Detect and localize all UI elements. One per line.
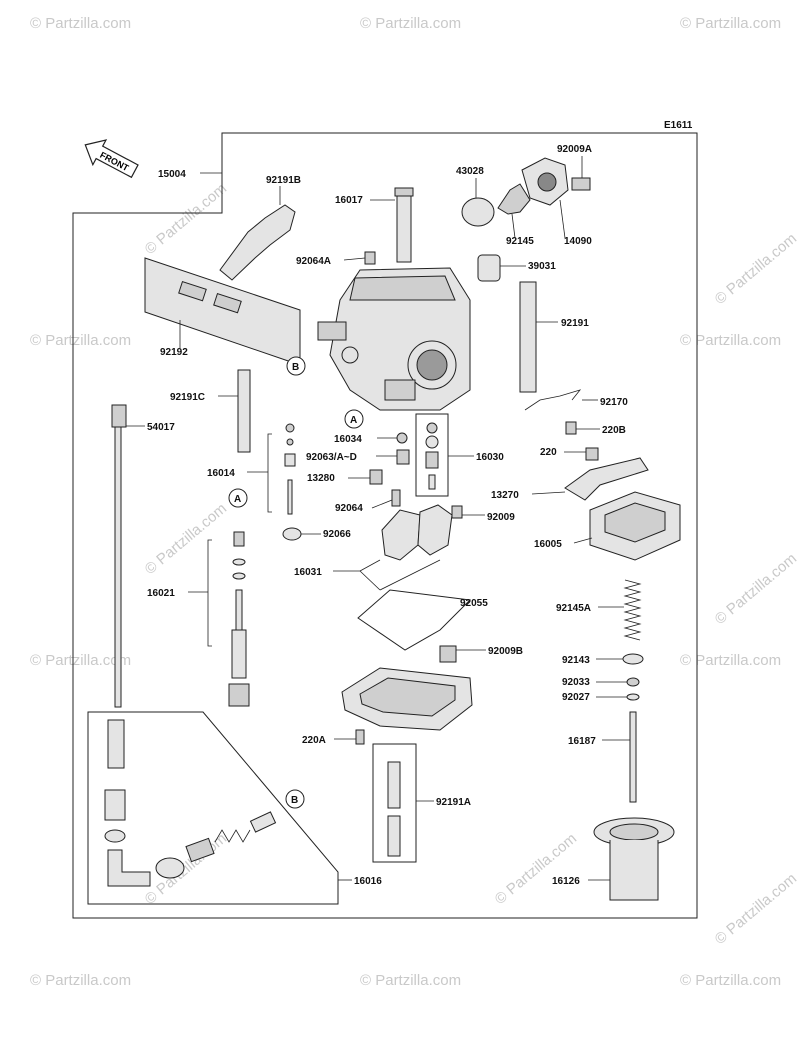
part-label: 220B: [602, 425, 626, 436]
watermark: © Partzilla.com: [30, 652, 131, 669]
part-label: 16187: [568, 736, 596, 747]
watermark: © Partzilla.com: [712, 230, 800, 308]
part-label: 92143: [562, 655, 590, 666]
callout-marker-label: A: [350, 415, 357, 426]
carburetor-body: [317, 267, 471, 411]
part-label: 92191C: [170, 392, 205, 403]
part-label: 54017: [147, 422, 175, 433]
part-label: 92033: [562, 677, 590, 688]
watermark: © Partzilla.com: [360, 972, 461, 989]
part-label: 92064: [335, 503, 363, 514]
diagram-id: E1611: [664, 120, 693, 131]
part-label: 13270: [491, 490, 519, 501]
watermark: © Partzilla.com: [142, 180, 230, 258]
watermark-layer: © Partzilla.com © Partzilla.com © Partzi…: [30, 15, 800, 989]
callout-marker-label: B: [292, 362, 299, 373]
part-label: 16016: [354, 876, 382, 887]
part-label: 16005: [534, 539, 562, 550]
part-label: 92191: [561, 318, 589, 329]
part-label: 92063/A~D: [306, 452, 357, 463]
watermark: © Partzilla.com: [680, 332, 781, 349]
watermark: © Partzilla.com: [680, 972, 781, 989]
part-label: 16021: [147, 588, 175, 599]
callout-marker: [285, 789, 305, 809]
part-label: 92145: [506, 236, 534, 247]
assembly-frame: [72, 132, 698, 919]
callout-marker: [228, 488, 248, 508]
watermark: © Partzilla.com: [30, 972, 131, 989]
part-label: 39031: [528, 261, 556, 272]
watermark: © Partzilla.com: [142, 830, 230, 908]
callout-marker: [286, 356, 306, 376]
watermark: © Partzilla.com: [30, 332, 131, 349]
part-label: 16030: [476, 452, 504, 463]
part-label: 16017: [335, 195, 363, 206]
part-label: 92009: [487, 512, 515, 523]
watermark: © Partzilla.com: [492, 830, 580, 908]
watermark: © Partzilla.com: [712, 870, 800, 948]
part-label: 16014: [207, 468, 235, 479]
part-label: 14090: [564, 236, 592, 247]
front-arrow: FRONT: [84, 139, 139, 179]
watermark: © Partzilla.com: [712, 550, 800, 628]
part-label: 16126: [552, 876, 580, 887]
part-label: 92009A: [557, 144, 592, 155]
watermark: © Partzilla.com: [680, 652, 781, 669]
part-label: 92192: [160, 347, 188, 358]
part-label: 13280: [307, 473, 335, 484]
part-label: 92170: [600, 397, 628, 408]
part-label: 92191A: [436, 797, 471, 808]
part-label: 16034: [334, 434, 362, 445]
part-label: 92027: [562, 692, 590, 703]
callout-marker-label: A: [234, 494, 241, 505]
watermark: © Partzilla.com: [360, 15, 461, 32]
callout-marker: [344, 409, 364, 429]
watermark: © Partzilla.com: [142, 500, 230, 578]
part-label: 16031: [294, 567, 322, 578]
part-label: 92064A: [296, 256, 331, 267]
part-label: 92191B: [266, 175, 301, 186]
part-label: 92009B: [488, 646, 523, 657]
part-label: 92055: [460, 598, 488, 609]
watermark: © Partzilla.com: [30, 15, 131, 32]
watermark: © Partzilla.com: [680, 15, 781, 32]
part-label: 15004: [158, 169, 186, 180]
part-label: 220: [540, 447, 557, 458]
subassembly-frame: [87, 711, 339, 905]
part-label: 220A: [302, 735, 326, 746]
part-label: 43028: [456, 166, 484, 177]
part-label: 92145A: [556, 603, 591, 614]
callout-marker-label: B: [291, 795, 298, 806]
part-label: 92066: [323, 529, 351, 540]
